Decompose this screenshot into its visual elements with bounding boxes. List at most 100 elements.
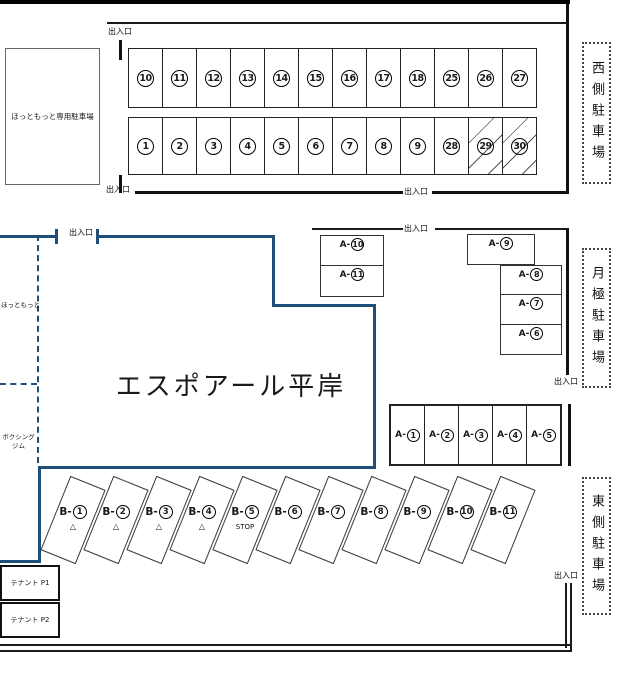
hottomotto-tenant-label: ほっともっと xyxy=(1,301,40,309)
space-number: 14 xyxy=(273,69,290,87)
a-space xyxy=(500,324,562,355)
space-number: 6 xyxy=(307,137,324,155)
space-number: 26 xyxy=(477,69,494,87)
parking-space: 28 xyxy=(435,118,469,174)
parking-space: 8 xyxy=(367,118,401,174)
east-side-lot-label: 東側駐車場 xyxy=(589,493,604,599)
space-number: 11 xyxy=(351,268,365,281)
west-gate-tick-top xyxy=(119,40,122,60)
space-number: 29 xyxy=(477,137,494,155)
a-space-label: A-8 xyxy=(500,268,562,281)
space-number: 13 xyxy=(239,69,256,87)
space-number: 11 xyxy=(502,505,517,519)
a-prefix: A- xyxy=(339,269,351,280)
a-space: A-2 xyxy=(425,406,459,464)
a-space: A-5 xyxy=(527,406,560,464)
building-outline-segment xyxy=(38,466,376,469)
b-space-label: B-1 xyxy=(51,505,95,519)
a-space-label: A-7 xyxy=(500,297,562,310)
parking-space: 10 xyxy=(129,49,163,107)
a-space-label: A-6 xyxy=(500,327,562,340)
b-space-symbol: △ xyxy=(155,522,163,531)
b-prefix: B- xyxy=(274,506,287,518)
west-lot-top-line xyxy=(107,22,568,24)
parking-space: 27 xyxy=(503,49,536,107)
east-road-edge-lower-1 xyxy=(565,583,567,648)
entrance-label: 出入口 xyxy=(404,224,428,233)
a-parking-row: A- 1 A-2 A-3 A- 4 A-5 xyxy=(389,404,562,466)
b-prefix: B- xyxy=(317,506,330,518)
parking-space: 11 xyxy=(163,49,197,107)
b-prefix: B- xyxy=(403,506,416,518)
parking-space: 2 xyxy=(163,118,197,174)
parking-space: 26 xyxy=(469,49,503,107)
parking-space-hatched: 29 xyxy=(469,118,503,174)
space-number: 4 xyxy=(239,137,256,155)
parking-space: 6 xyxy=(299,118,333,174)
b-prefix: B- xyxy=(360,506,373,518)
parking-space-hatched: 30 xyxy=(503,118,536,174)
a-space-label: A-11 xyxy=(320,268,384,281)
space-number: 4 xyxy=(508,428,522,442)
parking-space: 13 xyxy=(231,49,265,107)
a-prefix: A- xyxy=(463,430,474,440)
space-number: 12 xyxy=(205,69,222,87)
building-outline-segment xyxy=(272,304,376,307)
b-prefix: B- xyxy=(145,506,158,518)
b-space-label: B-9 xyxy=(395,505,439,519)
space-number: 2 xyxy=(171,137,188,155)
space-number: 30 xyxy=(511,137,528,155)
b-prefix: B- xyxy=(59,506,72,518)
entrance-label: 出入口 xyxy=(404,187,428,196)
boxing-gym-tenant-label: ボクシング ジム xyxy=(0,433,37,451)
a-prefix: A- xyxy=(518,269,530,280)
parking-space: 18 xyxy=(401,49,435,107)
b-prefix: B- xyxy=(102,506,115,518)
west-side-lot-label: 西側駐車場 xyxy=(589,60,604,166)
space-number: 7 xyxy=(330,505,345,519)
space-number: 7 xyxy=(530,297,544,310)
space-number: 17 xyxy=(375,69,392,87)
b-space-symbol: △ xyxy=(198,522,206,531)
a-prefix: A- xyxy=(518,298,530,309)
space-number: 3 xyxy=(474,428,488,442)
b-space-label: B-11 xyxy=(481,505,525,519)
monthly-lot-top-line-1 xyxy=(312,228,403,230)
boxing-gym-line2: ジム xyxy=(12,442,25,450)
parking-space: 17 xyxy=(367,49,401,107)
space-number: 25 xyxy=(443,69,460,87)
parking-space: 5 xyxy=(265,118,299,174)
entrance-label: 出入口 xyxy=(554,377,578,386)
space-number: 11 xyxy=(171,69,188,87)
tenant-p1-label: テナント P1 xyxy=(10,579,50,587)
east-road-edge-lower-2 xyxy=(570,583,572,652)
b-prefix: B- xyxy=(188,506,201,518)
a-space-label: A-9 xyxy=(467,237,535,250)
a-prefix: A- xyxy=(339,239,351,250)
space-number: 9 xyxy=(500,237,514,250)
entrance-label: 出入口 xyxy=(106,185,130,194)
entrance-label: 出入口 xyxy=(69,228,93,237)
west-parking-top-row: 10 11 12 13 14 15 16 17 18 25 26 27 xyxy=(128,48,537,108)
a-prefix: A- xyxy=(518,328,530,339)
space-number: 10 xyxy=(351,238,365,251)
bottom-road-edge-1 xyxy=(0,644,572,646)
a-prefix: A- xyxy=(531,430,542,440)
space-number: 9 xyxy=(409,137,426,155)
a-space: A-3 xyxy=(459,406,493,464)
space-number: 15 xyxy=(307,69,324,87)
space-number: 16 xyxy=(341,69,358,87)
space-number: 1 xyxy=(406,428,420,442)
a-space xyxy=(500,265,562,295)
building-name: エスポアール平岸 xyxy=(115,372,347,402)
top-road-edge xyxy=(0,0,570,4)
space-number: 10 xyxy=(137,69,154,87)
b-prefix: B- xyxy=(231,506,244,518)
space-number: 2 xyxy=(115,505,130,519)
building-outline-segment xyxy=(0,235,57,238)
parking-space: 1 xyxy=(129,118,163,174)
parking-space: 9 xyxy=(401,118,435,174)
building-outline-segment xyxy=(373,304,376,469)
bottom-road-edge-2 xyxy=(0,650,572,652)
west-lot-bottom-line-1 xyxy=(135,191,403,194)
